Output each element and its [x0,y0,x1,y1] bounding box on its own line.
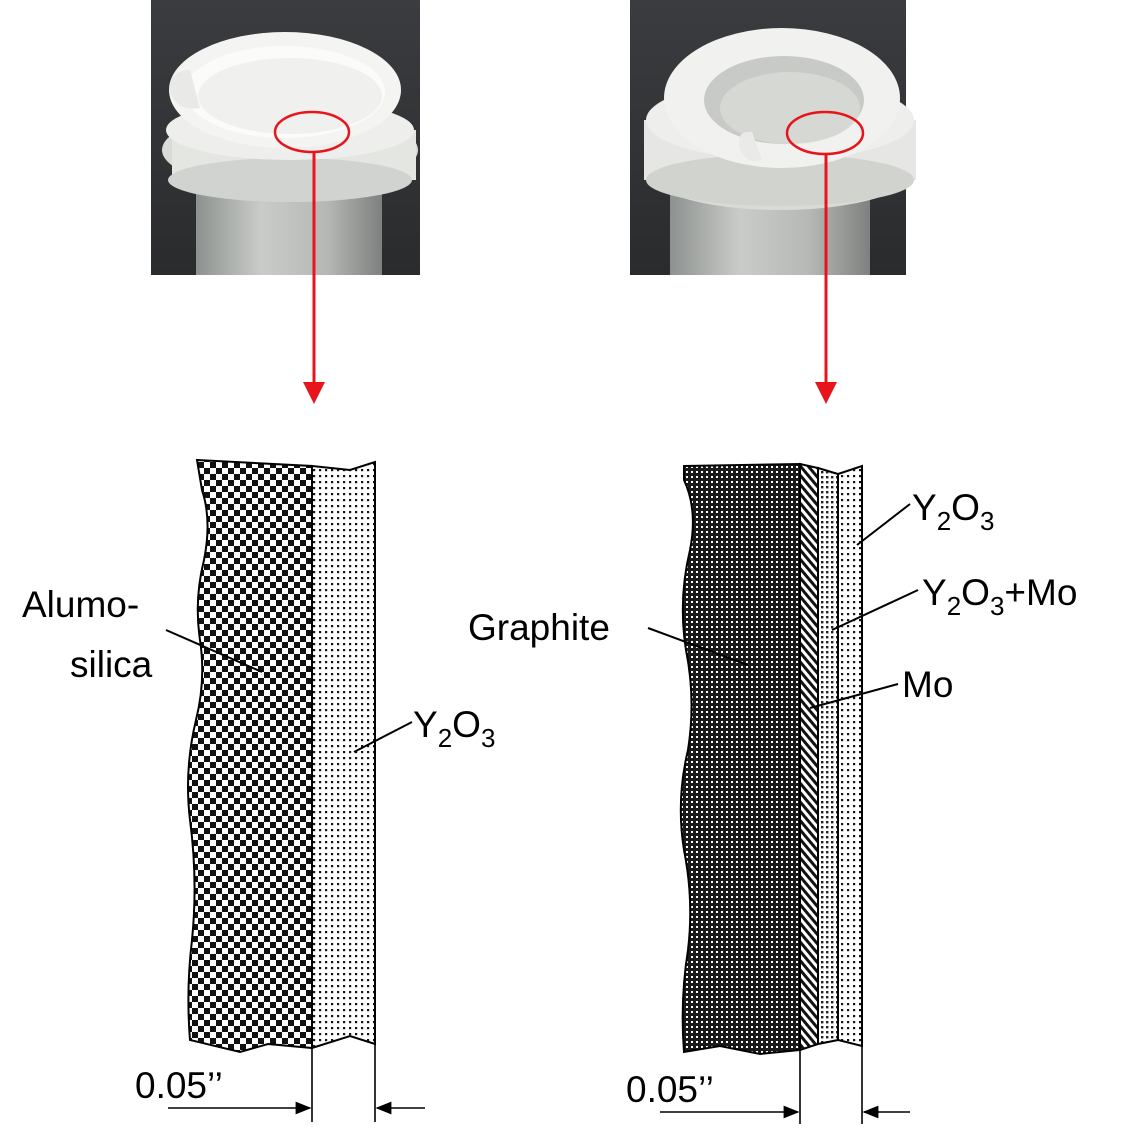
top-y2o3-layer [837,464,863,1048]
mo-label: Mo [902,664,953,705]
y2o3-mo-leader [831,589,919,631]
top-y2o3-label: Y2O3 [912,487,994,536]
graphite-leader [647,627,749,666]
alumosilica-label-line1: Alumo- [22,584,139,625]
left-dimension: 0.05’’ [135,1044,425,1122]
alumosilica-cross-section [187,458,376,1054]
alumosilica-layer [187,458,313,1054]
left-dimension-label: 0.05’’ [135,1065,223,1106]
mo-layer [799,462,819,1052]
y2o3-layer [311,460,376,1050]
graphite-cross-section [679,462,863,1056]
y2o3-mo-label: Y2O3+Mo [922,572,1077,621]
left-y2o3-leader [353,721,413,753]
left-arrowhead [303,382,325,404]
graphite-label: Graphite [468,607,610,648]
left-y2o3-label: Y2O3 [413,704,495,753]
graphite-crucible-photo [630,0,916,275]
right-dimension-label: 0.05’’ [626,1069,714,1110]
left-highlight-ellipse [273,110,351,154]
y2o3-mo-layer [817,466,839,1046]
graphite-layer [679,462,801,1056]
right-arrowhead [815,382,837,404]
right-dimension: 0.05’’ [626,1046,910,1124]
top-y2o3-leader [856,503,911,546]
alumosilica-leader [165,629,263,673]
mo-leader [809,683,899,709]
alumosilica-crucible-photo [151,0,420,275]
alumosilica-label-line2: silica [70,644,153,685]
